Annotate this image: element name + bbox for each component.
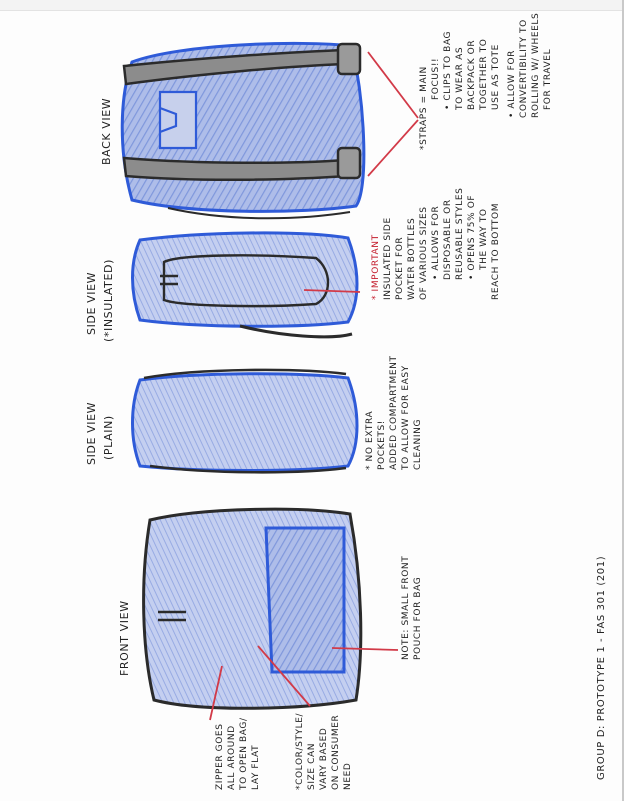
note-insulated-line: WATER BOTTLES (407, 218, 417, 300)
note-straps-line: • CLIPS TO BAG (443, 31, 453, 110)
note-insulated-line: DISPOSABLE OR (443, 199, 453, 280)
note-insulated-line: POCKET FOR (395, 237, 405, 300)
annotation-arrows (209, 51, 419, 721)
note-color-line: SIZE CAN (307, 743, 317, 790)
note-insulated-pocket: * IMPORTANT INSULATED SIDE POCKET FOR WA… (371, 188, 501, 300)
side-view-insulated-drawing (131, 231, 359, 339)
note-straps-line: • ALLOW FOR (507, 50, 517, 118)
note-insulated-line: • ALLOWS FOR (431, 206, 441, 280)
arrow-color-style (257, 645, 311, 707)
note-zipper: ZIPPER GOES ALL AROUND TO OPEN BAG/ LAY … (215, 717, 261, 791)
note-color-line: VARY BASED (319, 728, 329, 790)
insulated-side-body (131, 231, 359, 328)
note-no-pockets-line: TO ALLOW FOR EASY (401, 365, 411, 471)
note-insulated-line: REACH TO BOTTOM (491, 203, 501, 300)
note-straps: *STRAPS = MAIN FOCUS!! • CLIPS TO BAG TO… (419, 13, 553, 150)
insulated-bottle-pocket (162, 254, 330, 308)
note-straps-line: FOR TRAVEL (543, 49, 553, 110)
note-straps-line: TO WEAR AS (455, 47, 465, 111)
note-zipper-line: TO OPEN BAG/ (239, 717, 249, 791)
note-color-style: *COLOR/STYLE/ SIZE CAN VARY BASED ON CON… (295, 712, 353, 790)
note-insulated-line: REUSABLE STYLES (455, 188, 465, 280)
plain-side-bottom-strap (149, 464, 347, 474)
title-front-view: FRONT VIEW (118, 600, 131, 676)
note-color-line: ON CONSUMER (331, 715, 341, 790)
arrow-insulated-pocket (303, 289, 361, 293)
arrow-front-pouch (331, 647, 399, 651)
note-front-pouch-line: NOTE: SMALL FRONT (401, 556, 411, 660)
note-no-pockets-line: POCKETS! (377, 420, 387, 470)
title-back-view: BACK VIEW (100, 98, 113, 165)
viewer-top-bar (0, 0, 622, 11)
note-no-pockets-line: * NO EXTRA (365, 410, 375, 470)
arrow-zipper (209, 665, 223, 721)
plain-side-top-strap (143, 368, 347, 380)
title-side-view-plain-1: SIDE VIEW (85, 402, 98, 465)
front-pouch (264, 526, 346, 674)
note-zipper-line: ALL AROUND (227, 725, 237, 790)
title-side-view-plain-2: (PLAIN) (102, 415, 115, 460)
note-zipper-line: ZIPPER GOES (215, 723, 225, 790)
note-no-extra-pockets: * NO EXTRA POCKETS! ADDED COMPARTMENT TO… (365, 355, 423, 471)
note-insulated-line: INSULATED SIDE (383, 217, 393, 300)
side-view-plain-drawing (131, 368, 359, 474)
front-zipper-pull (158, 610, 186, 622)
title-side-view-insulated-1: SIDE VIEW (85, 272, 98, 335)
note-front-pouch: NOTE: SMALL FRONT POUCH FOR BAG (401, 556, 423, 660)
note-color-line: *COLOR/STYLE/ (295, 712, 305, 790)
note-straps-line: FOCUS!! (431, 58, 441, 100)
note-no-pockets-line: CLEANING (413, 419, 423, 470)
note-insulated-line: • OPENS 75% OF (467, 195, 477, 280)
note-straps-line: TOGETHER TO (479, 39, 489, 112)
front-view-drawing (142, 507, 363, 710)
note-insulated-line: THE WAY TO (479, 208, 489, 271)
note-straps-line: CONVERTIBILITY TO (519, 19, 529, 118)
note-no-pockets-line: ADDED COMPARTMENT (389, 355, 399, 470)
arrow-straps-bottom (367, 119, 419, 177)
note-color-line: NEED (343, 763, 353, 790)
note-front-pouch-line: POUCH FOR BAG (413, 577, 423, 660)
note-straps-line: ROLLING W/ WHEELS (531, 13, 541, 118)
insulated-strap-loop (239, 324, 353, 339)
back-view-drawing (120, 41, 366, 220)
title-side-view-insulated-2: (*INSULATED) (102, 259, 115, 342)
back-clip-top (336, 42, 362, 76)
back-bag-side-edge (167, 207, 351, 220)
note-straps-line: *STRAPS = MAIN (419, 66, 429, 150)
back-clip-bottom (336, 146, 362, 180)
note-zipper-line: LAY FLAT (251, 745, 261, 790)
arrow-straps-top (367, 51, 419, 119)
note-straps-line: BACKPACK OR (467, 40, 477, 110)
back-handle (158, 90, 198, 150)
insulated-zipper (160, 274, 178, 286)
note-insulated-line: * IMPORTANT (371, 234, 381, 300)
note-straps-line: USE AS TOTE (491, 44, 501, 110)
footer-caption: GROUP D: PROTOTYPE 1 - FAS 301 (201) (596, 556, 607, 780)
note-insulated-line: OF VARIOUS SIZES (419, 206, 429, 300)
plain-side-body (131, 372, 359, 472)
